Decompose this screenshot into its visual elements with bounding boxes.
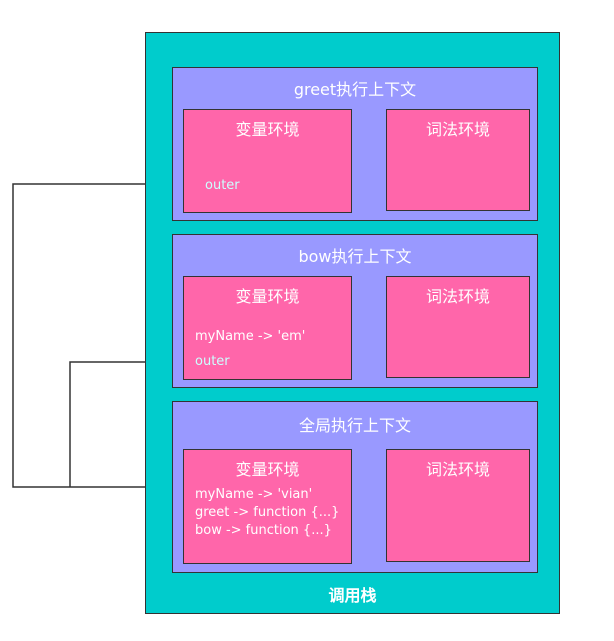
- global-variable-environment-title: 变量环境: [235, 460, 300, 479]
- global-variable-environment: 变量环境 myName -> 'vian' greet -> function …: [183, 449, 352, 564]
- bow-context-title: bow执行上下文: [298, 247, 412, 266]
- bow-lexical-environment-title: 词法环境: [425, 287, 490, 306]
- bow-variable-entry: myName -> 'em': [195, 329, 306, 344]
- bow-variable-environment-title: 变量环境: [235, 287, 300, 306]
- global-variable-entry-bow: bow -> function {...}: [195, 523, 332, 538]
- greet-variable-environment-title: 变量环境: [235, 120, 300, 139]
- greet-outer-label: outer: [205, 178, 240, 193]
- bow-variable-environment: 变量环境 myName -> 'em' outer: [183, 276, 352, 380]
- global-lexical-environment: 词法环境: [386, 449, 530, 562]
- bow-outer-label: outer: [195, 354, 230, 369]
- bow-lexical-environment: 词法环境: [386, 276, 530, 378]
- global-variable-entry-myname: myName -> 'vian': [195, 487, 313, 502]
- greet-lexical-environment: 词法环境: [386, 109, 530, 211]
- greet-outer-arrow: [12, 183, 202, 493]
- greet-variable-environment: 变量环境 outer: [183, 109, 352, 213]
- global-lexical-environment-title: 词法环境: [425, 460, 490, 479]
- greet-context-title: greet执行上下文: [293, 80, 417, 99]
- global-context-title: 全局执行上下文: [298, 416, 411, 435]
- greet-lexical-environment-title: 词法环境: [425, 120, 490, 139]
- call-stack-label: 调用栈: [328, 586, 377, 605]
- global-variable-entry-greet: greet -> function {...}: [195, 505, 340, 520]
